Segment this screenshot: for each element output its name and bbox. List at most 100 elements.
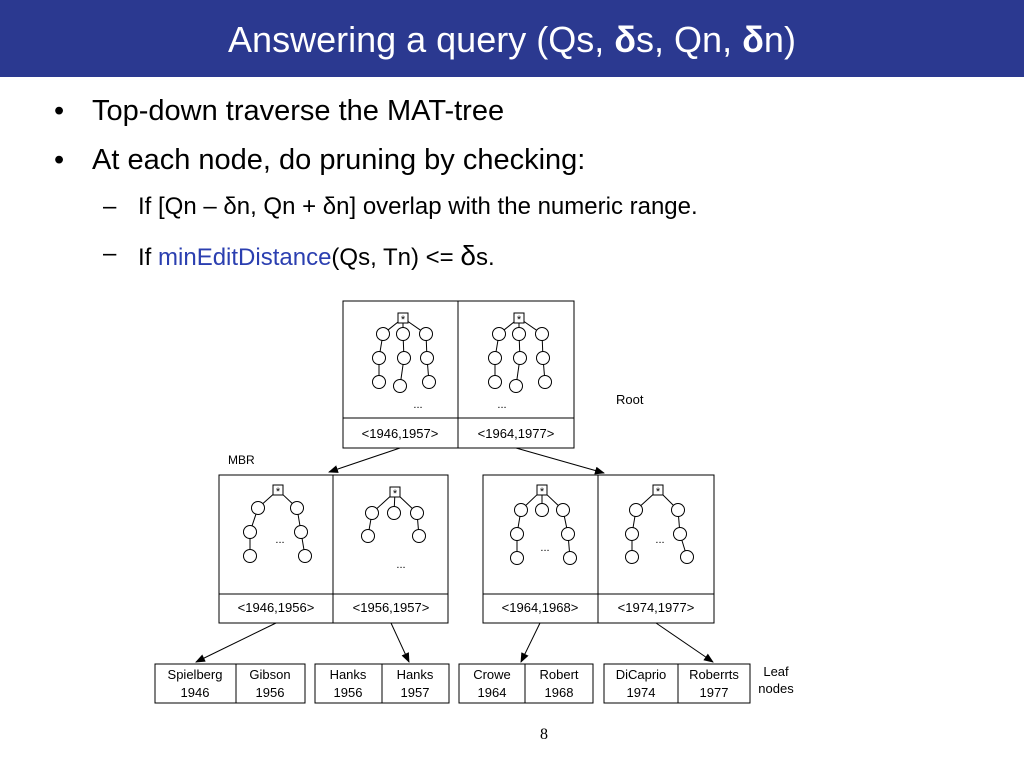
title-part-1: Answering a query (Qs, [228, 19, 615, 60]
leaf-year: 1964 [478, 685, 507, 700]
leaf-cell [524, 663, 594, 704]
edge-arrow [390, 622, 410, 663]
root-label: Root [616, 392, 644, 407]
root-node: * * ... ... <1946,1957> <1964,1977> [342, 300, 575, 449]
tree-node-circle [422, 375, 436, 389]
internal-node-right: * * ... ... <1964,1968> <1974,1977> [482, 474, 715, 624]
range-label: <1964,1968> [502, 600, 579, 615]
tree-node-circle [513, 351, 527, 365]
tree-node-circle [290, 501, 304, 515]
tree-node-circle [538, 375, 552, 389]
sub-bullet-2-prefix: If [138, 244, 159, 271]
leaf-name: Gibson [249, 667, 290, 682]
leaf-cell [154, 663, 237, 704]
mbr-label: MBR [228, 453, 255, 467]
leaf-year: 1956 [256, 685, 285, 700]
tree-node-circle [420, 351, 434, 365]
tree-node-circle [387, 506, 401, 520]
edge-arrow [328, 447, 401, 473]
tree-edge [406, 320, 421, 331]
tree-edge [379, 340, 383, 352]
leaf-name: Hanks [397, 667, 434, 682]
tree-node-circle [492, 327, 506, 341]
tree-edge [398, 495, 413, 509]
leaf-name: DiCaprio [616, 667, 667, 682]
leaf-name: Hanks [330, 667, 367, 682]
bullet-1-text: Top-down traverse the MAT-tree [92, 95, 505, 127]
bullet-dot: • [54, 95, 65, 127]
tree-edge [522, 320, 537, 331]
leaf-cell [458, 663, 526, 704]
tree-node-circle [510, 551, 524, 565]
tree-edge [297, 514, 301, 526]
tree-node-circle [556, 503, 570, 517]
tree-node-circle [561, 527, 575, 541]
tree-node-circle [372, 351, 386, 365]
ellipsis: ... [497, 399, 506, 411]
tree-edge [632, 516, 636, 528]
mini-tree: * [488, 312, 552, 393]
tree-root-box [536, 484, 548, 496]
tree-edge [543, 364, 545, 376]
edge-arrow [520, 622, 541, 663]
tree-edge [563, 516, 568, 528]
ellipsis: ... [396, 559, 405, 571]
title-bar [0, 0, 1024, 77]
tree-node-circle [510, 527, 524, 541]
sub-bullet-dash: – [103, 193, 117, 220]
tree-edge [640, 492, 655, 506]
leaf-year: 1977 [700, 685, 729, 700]
tree-edge [262, 492, 275, 505]
tree-node-circle [488, 351, 502, 365]
tree-edge [368, 519, 372, 530]
edge-arrow [195, 622, 277, 663]
ellipsis: ... [540, 542, 549, 554]
tree-root-symbol: * [656, 486, 661, 498]
tree-node-circle [514, 503, 528, 517]
sub-bullet-1: – If [Qn – δn, Qn + δn] overlap with the… [103, 193, 698, 221]
sub-bullet-2-delta: δ [460, 240, 476, 271]
tree-node-circle [365, 506, 379, 520]
tree-root-box [389, 486, 401, 498]
tree-node-circle [243, 525, 257, 539]
tree-node-circle [512, 327, 526, 341]
tree-root-symbol: * [276, 486, 281, 498]
tree-root-box [272, 484, 284, 496]
edge-arrow [515, 447, 605, 475]
tree-node-circle [536, 351, 550, 365]
tree-edge [400, 364, 404, 380]
bullet-1: • Top-down traverse the MAT-tree [54, 95, 505, 128]
mini-tree: * [361, 486, 426, 543]
leaf-group-2: Hanks 1956 Hanks 1957 [314, 663, 450, 704]
ellipsis: ... [275, 534, 284, 546]
tree-node-circle [412, 529, 426, 543]
leaf-year: 1974 [627, 685, 656, 700]
tree-node-circle [419, 327, 433, 341]
tree-root-box [513, 312, 525, 324]
tree-node-circle [671, 503, 685, 517]
title-part-2: s, Qn, [636, 19, 743, 60]
tree-edge [387, 320, 400, 331]
leaf-name: Spielberg [168, 667, 223, 682]
tree-node-circle [251, 501, 265, 515]
tree-root-symbol: * [517, 314, 522, 326]
mini-tree: * [372, 312, 436, 393]
leaf-cell [603, 663, 679, 704]
tree-node-circle [509, 379, 523, 393]
tree-edge [661, 493, 674, 506]
tree-node-circle [397, 351, 411, 365]
tree-node-circle [563, 551, 577, 565]
tree-edge [545, 493, 559, 506]
tree-node-circle [673, 527, 687, 541]
tree-edge [568, 540, 570, 552]
edge-arrow [655, 622, 714, 663]
leaf-name: Roberrts [689, 667, 739, 682]
range-label: <1946,1956> [238, 600, 315, 615]
tree-node-circle [393, 379, 407, 393]
tree-root-symbol: * [393, 488, 398, 500]
range-label: <1946,1957> [362, 426, 439, 441]
tree-edge [516, 364, 520, 380]
tree-edge [251, 514, 257, 526]
tree-edge [495, 340, 499, 352]
